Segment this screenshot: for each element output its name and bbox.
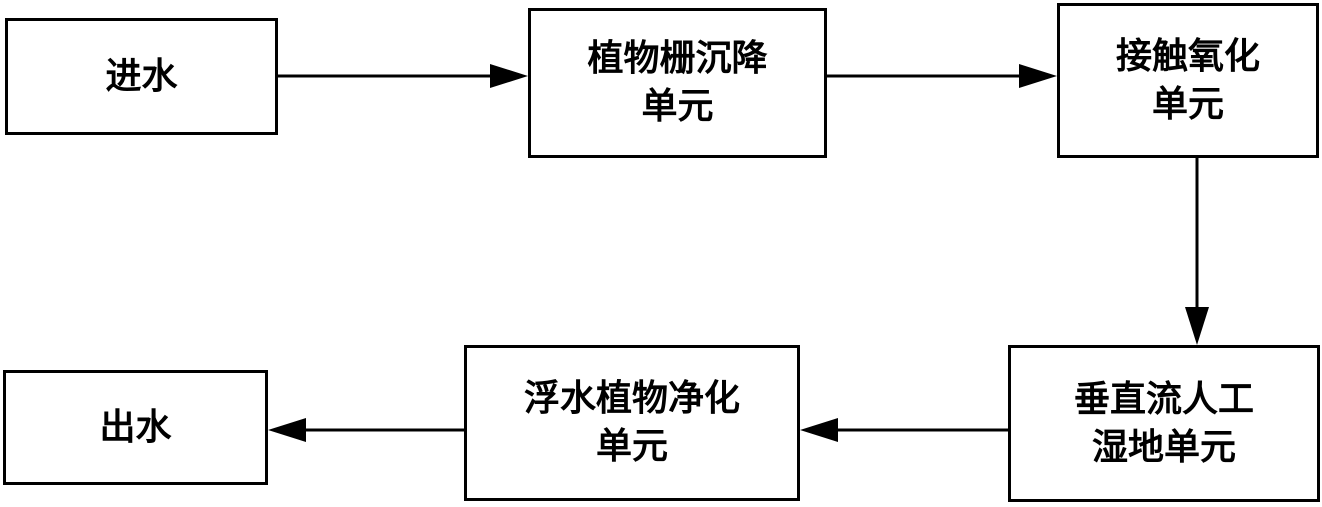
- floating-plant-purification-unit-line-2: 单元: [595, 426, 668, 467]
- vertical-flow-wetland-unit-line-1: 垂直流人工: [1073, 378, 1254, 420]
- contact-oxidation-unit-line-2: 单元: [1151, 83, 1224, 125]
- plant-screen-settling-unit-label: 植物栅沉降 单元: [587, 35, 767, 131]
- outlet-box: 出水: [3, 370, 268, 485]
- arrowhead-inlet-to-screen: [490, 64, 528, 88]
- arrowhead-contact-to-wetland: [1185, 307, 1209, 345]
- contact-oxidation-unit-box: 接触氧化 单元: [1057, 3, 1319, 158]
- outlet-label: 出水: [99, 404, 171, 452]
- vertical-flow-wetland-unit-line-2: 湿地单元: [1091, 426, 1236, 468]
- floating-plant-purification-unit-label: 浮水植物净化 单元: [524, 375, 740, 471]
- floating-plant-purification-unit-box: 浮水植物净化 单元: [464, 345, 800, 501]
- inlet-label: 进水: [105, 53, 177, 101]
- arrowhead-wetland-to-floating: [800, 418, 838, 442]
- outlet-label-line-1: 出水: [99, 406, 172, 448]
- plant-screen-settling-unit-line-2: 单元: [641, 86, 714, 127]
- plant-screen-settling-unit-line-1: 植物栅沉降: [587, 38, 768, 79]
- contact-oxidation-unit-label: 接触氧化 单元: [1116, 33, 1260, 129]
- inlet-box: 进水: [5, 18, 278, 135]
- inlet-label-line-1: 进水: [105, 55, 178, 97]
- vertical-flow-wetland-unit-label: 垂直流人工 湿地单元: [1074, 376, 1254, 472]
- plant-screen-settling-unit-box: 植物栅沉降 单元: [528, 8, 827, 158]
- contact-oxidation-unit-line-1: 接触氧化: [1115, 35, 1260, 77]
- floating-plant-purification-unit-line-1: 浮水植物净化: [523, 378, 740, 419]
- arrowhead-floating-to-outlet: [268, 418, 306, 442]
- vertical-flow-wetland-unit-box: 垂直流人工 湿地单元: [1008, 345, 1320, 502]
- arrowhead-screen-to-contact: [1019, 64, 1057, 88]
